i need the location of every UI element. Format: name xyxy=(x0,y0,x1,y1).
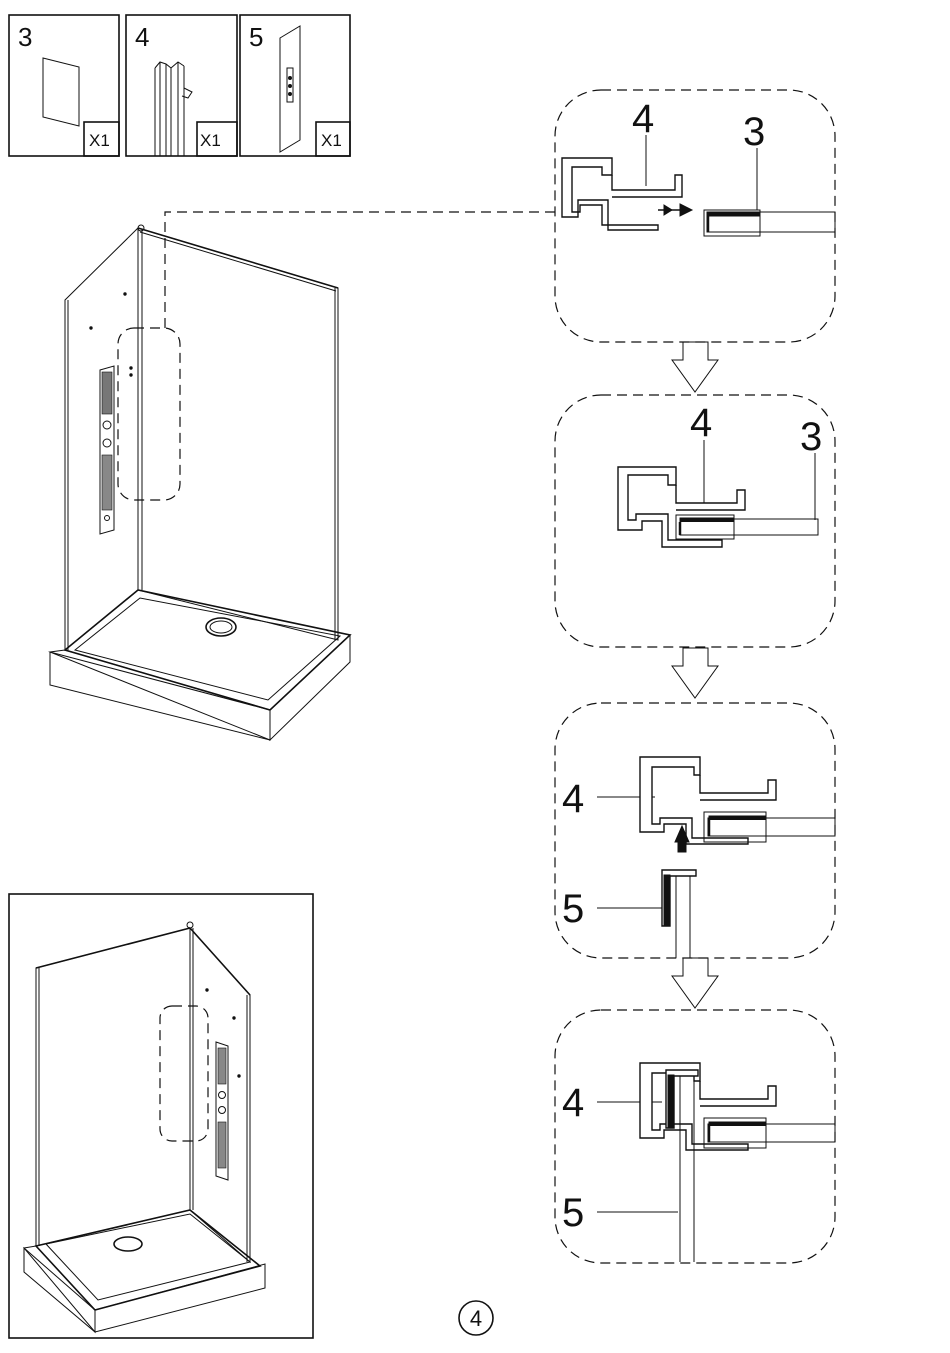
part-qty-5: X1 xyxy=(321,131,342,150)
detail-4-label-4: 4 xyxy=(562,1081,584,1125)
detail-step-1: 4 3 xyxy=(555,90,835,342)
detail-1-label-3: 3 xyxy=(743,110,765,154)
detail-callout-line xyxy=(165,212,555,328)
down-arrow-icon xyxy=(672,958,718,1008)
page-number: 4 xyxy=(459,1301,493,1335)
detail-1-label-4: 4 xyxy=(632,97,654,141)
detail-4-label-5: 5 xyxy=(562,1191,584,1235)
part-number-3: 3 xyxy=(18,22,32,52)
part-qty-4: X1 xyxy=(200,131,221,150)
down-arrow-icon xyxy=(672,648,718,698)
detail-3-label-5: 5 xyxy=(562,887,584,931)
part-box-4: 4 X1 xyxy=(126,15,237,156)
detail-step-4: 4 5 xyxy=(555,1010,835,1263)
page-number-label: 4 xyxy=(470,1306,482,1331)
down-arrow-icon xyxy=(672,342,718,392)
detail-step-3: 4 5 xyxy=(555,703,835,958)
shower-enclosure-complete xyxy=(9,894,313,1338)
shower-panel-icon xyxy=(280,26,300,152)
part-box-5: 5 X1 xyxy=(240,15,350,156)
part-box-3: 3 X1 xyxy=(9,15,119,156)
detail-step-2: 4 3 xyxy=(555,395,835,647)
detail-3-label-4: 4 xyxy=(562,777,584,821)
part-qty-3: X1 xyxy=(89,131,110,150)
detail-2-label-4: 4 xyxy=(690,401,712,445)
detail-2-label-3: 3 xyxy=(800,415,822,459)
part-number-5: 5 xyxy=(249,22,263,52)
part-number-4: 4 xyxy=(135,22,149,52)
glass-panel-icon xyxy=(43,58,79,126)
shower-enclosure-partial xyxy=(50,225,350,740)
profile-rail-icon xyxy=(155,62,192,156)
